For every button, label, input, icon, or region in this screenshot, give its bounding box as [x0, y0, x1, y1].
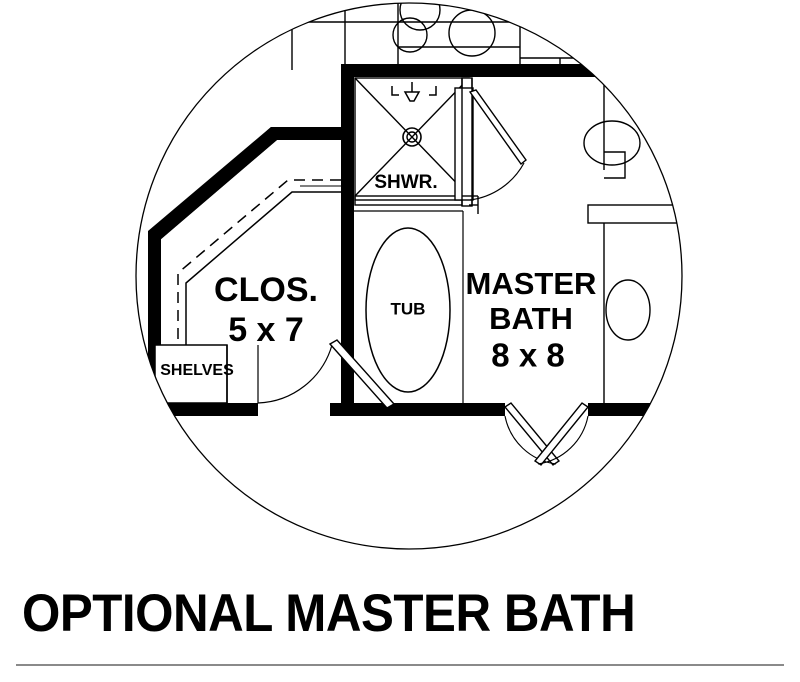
wall-bottom-closet	[148, 403, 258, 416]
shelves-label: SHELVES	[160, 362, 234, 379]
floor-plan-svg: CLOS. 5 x 7 MASTER BATH 8 x 8 SHWR. TUB …	[0, 0, 800, 570]
closet-door-leaf	[328, 339, 396, 409]
shower-door-leaf	[468, 89, 527, 166]
sink-lower	[605, 279, 651, 341]
floor-plan-drawing: CLOS. 5 x 7 MASTER BATH 8 x 8 SHWR. TUB …	[0, 0, 800, 570]
master-bath-label-line2: BATH	[489, 301, 573, 336]
vanity-right	[583, 77, 682, 403]
door-leaf-right	[533, 402, 590, 466]
drawing-background	[0, 0, 800, 570]
page-title: OPTIONAL MASTER BATH	[22, 584, 636, 643]
shelves-box	[154, 344, 228, 404]
vanity-counter-top	[587, 204, 682, 224]
title-block: OPTIONAL MASTER BATH	[0, 570, 800, 682]
bath-double-doors	[503, 402, 590, 466]
master-bath-label-line1: MASTER	[466, 266, 597, 301]
shower-label: SHWR.	[374, 172, 437, 193]
shower-slope-2	[354, 77, 470, 197]
vanity-upper-notch	[604, 151, 626, 179]
shower-head-icon	[391, 82, 437, 102]
wall-bottom-center	[330, 403, 505, 416]
tub-oval	[365, 227, 451, 393]
door-arc-right	[537, 415, 589, 465]
shower-drain-outer	[402, 127, 422, 147]
closet-label: CLOS.	[214, 271, 318, 309]
wall-closet-diagonal	[148, 127, 277, 240]
sink-upper	[583, 120, 641, 166]
title-divider	[16, 664, 784, 666]
door-arc-left	[504, 415, 557, 465]
shower-enclosure	[454, 77, 527, 214]
closet-door-arc	[257, 344, 333, 404]
shower-door-arc	[469, 162, 525, 201]
closet-shelf-solid	[185, 191, 341, 345]
closet-door	[257, 339, 396, 409]
fixture-burner-2	[392, 17, 428, 53]
wall-center-vertical	[341, 64, 354, 416]
closet-dimension: 5 x 7	[228, 311, 304, 349]
tub-label: TUB	[391, 299, 426, 318]
shower-jamb	[454, 87, 474, 201]
plan-circle-border	[135, 2, 683, 550]
shelves-rect	[154, 344, 228, 404]
closet-rod-and-shelf	[177, 179, 341, 345]
fixture-burner-1	[399, 3, 441, 31]
master-bath-dimension: 8 x 8	[491, 337, 564, 374]
tub	[354, 210, 464, 403]
shower-drain-inner	[406, 131, 418, 143]
closet-rod-dashed	[177, 179, 341, 345]
